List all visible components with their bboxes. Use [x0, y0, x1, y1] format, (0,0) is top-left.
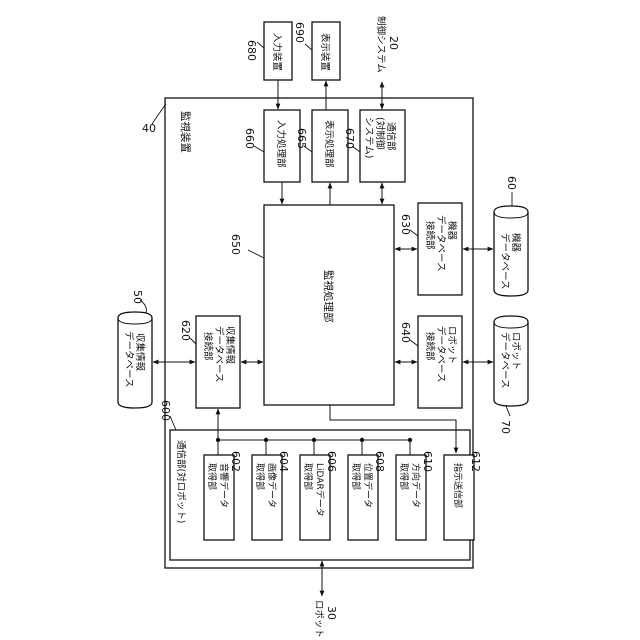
input-processing-label: 入力処理部: [275, 120, 287, 168]
sub-unit-line: 画像データ: [266, 463, 278, 508]
robot-label: ロボット: [313, 600, 324, 638]
robot-db-connector-line-1: ロボット: [446, 326, 457, 364]
sub-unit-line: 取得部: [206, 463, 218, 490]
sub-unit-line: 取得部: [302, 463, 314, 490]
sub-unit-line: 音響データ: [218, 463, 230, 508]
input-device-ref: 680: [245, 40, 258, 61]
arrow-monitor-to-instruction: [330, 405, 456, 453]
robot-ref: 30: [325, 606, 338, 620]
control-comm-line-1: 通信部: [385, 122, 397, 151]
input-device-label: 入力装置: [271, 33, 283, 71]
sub-unit-line: 指示送信部: [452, 463, 464, 508]
sub-unit-ref: 608: [373, 451, 386, 472]
sub-unit-line: 方向データ: [410, 463, 422, 508]
robot-db-connector-line-2: データベース: [435, 326, 447, 383]
display-processing-ref: 665: [295, 128, 308, 149]
sub-unit-608: 位置データ取得部 608: [348, 438, 386, 540]
sub-unit-line: 取得部: [254, 463, 266, 490]
equipment-database-line-1: 機器: [510, 233, 522, 253]
robot-db-connector-ref: 640: [399, 322, 412, 343]
equipment-db-connector-line-2: データベース: [435, 215, 447, 272]
display-device-block: 表示装置 690: [293, 22, 340, 80]
collected-info-database-line-1: 収集情報: [134, 333, 146, 372]
collected-info-database: 収集情報 データベース 50: [118, 290, 152, 408]
sub-units: 音響データ取得部602画像データ取得部604LiDARデータ取得部606位置デー…: [204, 438, 482, 540]
input-device-block: 入力装置 680: [245, 22, 292, 80]
control-system-label: 制御システム: [375, 16, 387, 73]
robot-comm-group-ref: 600: [159, 400, 172, 421]
control-comm-block: 通信部 (対制御 システム) 670: [343, 110, 405, 182]
sub-unit-ref: 604: [277, 451, 290, 472]
robot-comm-group-title: 通信部(対ロボット): [175, 440, 187, 523]
equipment-database-line-2: データベース: [499, 233, 511, 290]
display-device-ref: 690: [293, 22, 306, 43]
sub-unit-line: 取得部: [350, 463, 362, 490]
sub-unit-line: 位置データ: [362, 463, 374, 508]
equipment-db-connector-line-3: 接続部: [424, 221, 436, 250]
monitor-processing-label: 監視処理部: [322, 270, 335, 323]
collected-info-db-connector-ref: 620: [179, 320, 192, 341]
collected-info-database-line-2: データベース: [123, 331, 135, 388]
input-processing-ref: 660: [243, 128, 256, 149]
collected-info-db-connector-line-2: データベース: [213, 326, 225, 383]
collected-info-db-connector-line-1: 収集情報: [224, 326, 236, 365]
sub-unit-ref: 606: [325, 451, 338, 472]
robot-database: ロボット データベース 70: [494, 316, 528, 434]
sub-unit-ref: 610: [421, 451, 434, 472]
control-comm-line-3: システム): [363, 117, 374, 158]
sub-unit-line: LiDARデータ: [314, 463, 326, 517]
equipment-database: 機器 データベース 60: [494, 176, 528, 296]
sub-unit-602: 音響データ取得部 602: [204, 438, 242, 540]
sub-unit-606: LiDARデータ取得部 606: [300, 438, 338, 540]
display-device-label: 表示装置: [319, 33, 331, 71]
equipment-database-ref: 60: [505, 176, 518, 190]
monitor-processing-ref: 650: [229, 234, 242, 255]
sub-unit-ref: 612: [469, 451, 482, 472]
robot-database-line-1: ロボット: [510, 332, 521, 370]
sub-unit-610: 方向データ取得部 610: [396, 438, 434, 540]
monitoring-device-title: 監視装置: [179, 111, 192, 153]
monitor-processing-block: 監視処理部 650: [229, 205, 394, 405]
sub-unit-line: 取得部: [398, 463, 410, 490]
collected-info-db-connector-line-3: 接続部: [202, 332, 214, 361]
control-system-ref: 20: [387, 36, 400, 50]
control-system-block: 制御システム 20: [375, 16, 400, 73]
sub-unit-604: 画像データ取得部 604: [252, 438, 290, 540]
display-processing-block: 表示処理部 665: [295, 110, 348, 182]
control-comm-ref: 670: [343, 128, 356, 149]
robot-database-line-2: データベース: [499, 332, 511, 389]
equipment-db-connector-line-1: 機器: [446, 221, 458, 241]
sub-unit-ref: 602: [229, 451, 242, 472]
robot-database-ref: 70: [499, 420, 512, 434]
input-processing-block: 入力処理部 660: [243, 110, 300, 182]
control-comm-line-2: (対制御: [374, 117, 386, 149]
sub-unit-612: 指示送信部 612: [444, 451, 482, 540]
monitoring-device-ref: 40: [142, 122, 156, 135]
display-processing-label: 表示処理部: [323, 120, 335, 168]
equipment-db-connector-ref: 630: [399, 214, 412, 235]
robot-db-connector-line-3: 接続部: [424, 332, 436, 361]
robot-label-group: ロボット 30: [313, 600, 338, 638]
